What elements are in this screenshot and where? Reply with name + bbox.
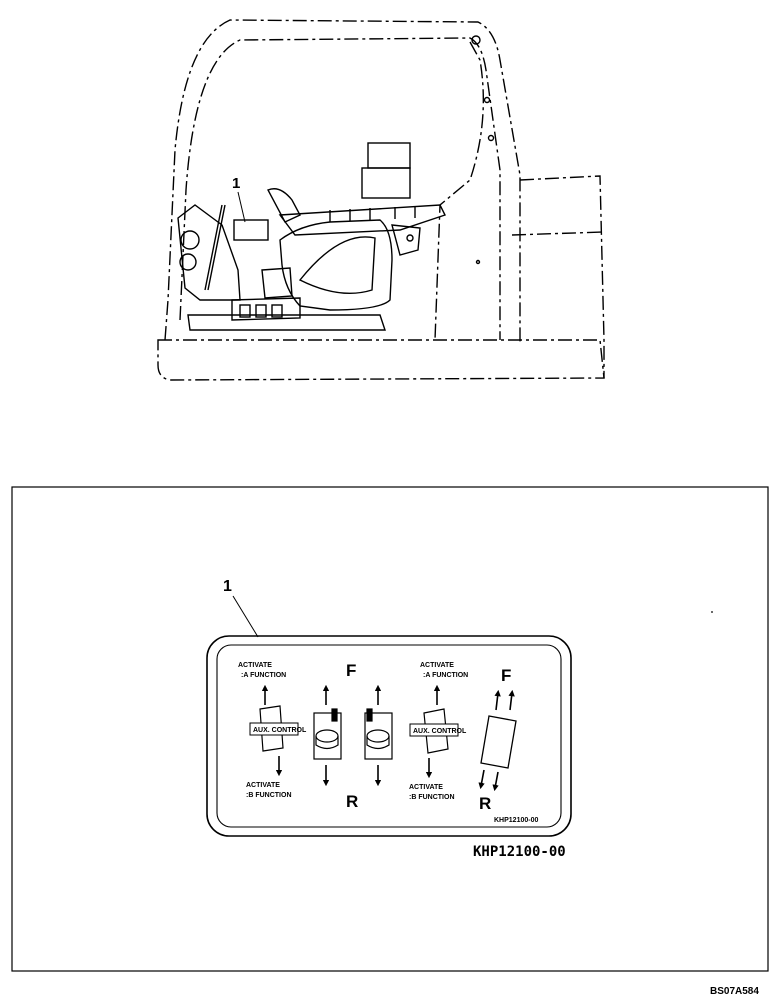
top-callout-number: 1 <box>232 175 240 192</box>
center-reverse-label: R <box>346 792 358 811</box>
decal-panel-frame <box>11 486 769 972</box>
headrest-box <box>367 142 411 169</box>
right-activate-a-line1: ACTIVATE <box>420 662 454 669</box>
center-forward-label: F <box>346 661 356 680</box>
decal-callout-number: 1 <box>223 578 232 595</box>
right-activate-a-line2: :A FUNCTION <box>423 672 468 679</box>
decal-part-number: KHP12100-00 <box>473 844 566 860</box>
far-right-up-arrow-2 <box>508 689 515 711</box>
left-activate-b-line1: ACTIVATE <box>246 782 280 789</box>
right-activate-b-line1: ACTIVATE <box>409 784 443 791</box>
cab-illustration <box>157 19 605 381</box>
left-console <box>177 204 241 301</box>
right-aux-label: AUX. CONTROL <box>413 728 467 735</box>
decal-callout-leader <box>232 595 259 638</box>
rear-body <box>519 175 605 378</box>
headrest-box-lower <box>361 167 411 199</box>
right-travel-lever-icon <box>364 708 393 760</box>
pedal-icon <box>480 715 517 769</box>
decal-inner-part-number: KHP12100-00 <box>494 817 538 824</box>
left-aux-label-box <box>249 722 299 736</box>
cab-inner-frame <box>179 37 501 340</box>
cab-floor-base <box>157 339 605 381</box>
decal-outer-border <box>206 635 572 837</box>
cab-door-frame <box>434 41 485 341</box>
decal-inner-border <box>216 644 562 828</box>
far-right-up-arrow-1 <box>494 689 501 711</box>
right-reverse-label: R <box>479 794 491 813</box>
far-right-down-arrow-2 <box>492 771 499 792</box>
left-activate-a-line2: :A FUNCTION <box>241 672 286 679</box>
right-aux-label-box <box>409 723 459 737</box>
top-callout-leader <box>237 191 246 223</box>
cab-outer-frame <box>164 19 521 345</box>
far-right-down-arrow-1 <box>478 769 485 790</box>
right-forward-label: F <box>501 666 511 685</box>
left-aux-label: AUX. CONTROL <box>253 727 307 734</box>
figure-code: BS07A584 <box>710 986 759 997</box>
left-activate-b-line2: :B FUNCTION <box>246 792 292 799</box>
right-activate-b-line2: :B FUNCTION <box>409 794 455 801</box>
left-travel-lever-icon <box>313 708 342 760</box>
decal-location <box>233 219 269 241</box>
left-activate-a-line1: ACTIVATE <box>238 662 272 669</box>
